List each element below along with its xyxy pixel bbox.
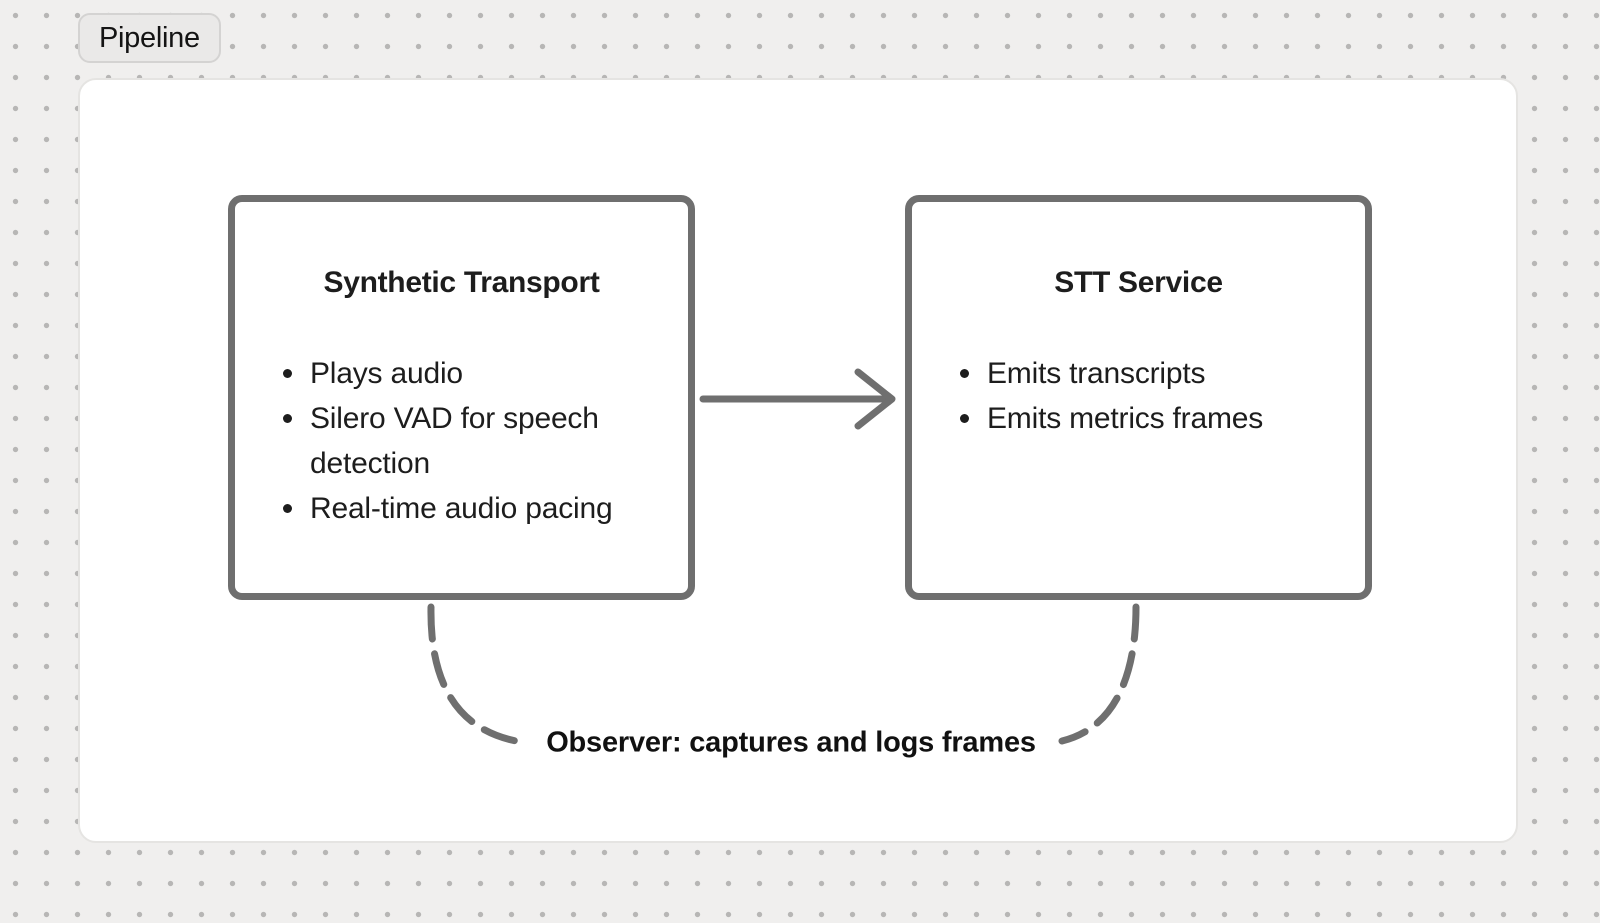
node-stt-service[interactable]: STT Service Emits transcripts Emits metr… [905, 195, 1372, 600]
observer-annotation[interactable]: Observer: captures and logs frames [546, 726, 1036, 759]
node-bullet-list: Emits transcripts Emits metrics frames [950, 351, 1327, 441]
bullet-item: Real-time audio pacing [283, 486, 650, 531]
node-bullet-list: Plays audio Silero VAD for speech detect… [273, 351, 650, 531]
bullet-item: Emits transcripts [960, 351, 1327, 396]
node-title: Synthetic Transport [323, 266, 600, 299]
bullet-item: Plays audio [283, 351, 650, 396]
bullet-item: Emits metrics frames [960, 396, 1327, 441]
frame-label-text: Pipeline [99, 21, 200, 54]
frame-label-tab[interactable]: Pipeline [78, 13, 221, 63]
node-synthetic-transport[interactable]: Synthetic Transport Plays audio Silero V… [228, 195, 695, 600]
node-title: STT Service [1054, 266, 1223, 299]
bullet-item: Silero VAD for speech detection [283, 396, 650, 486]
